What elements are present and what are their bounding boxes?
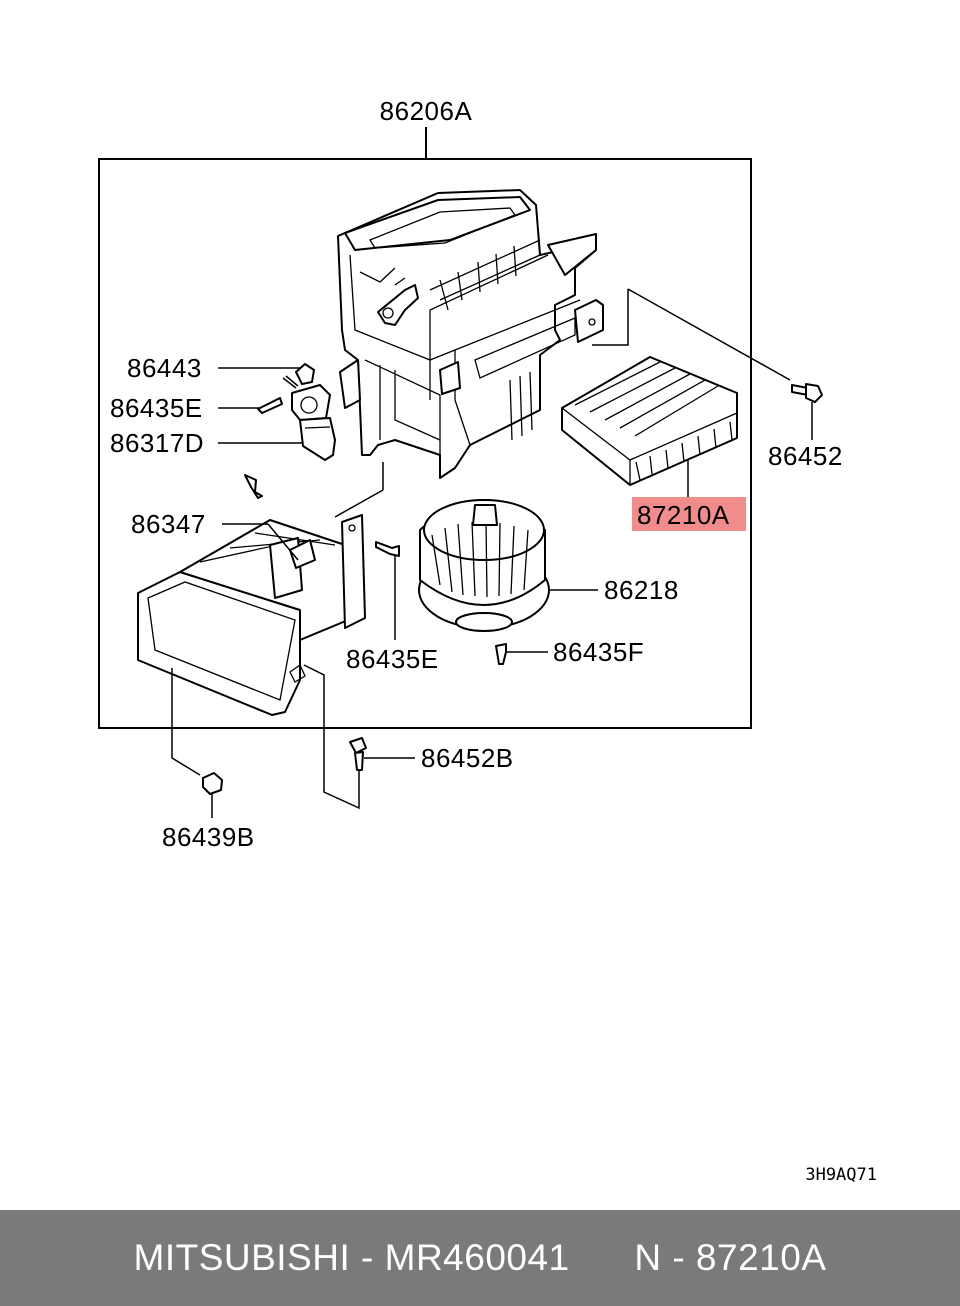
servo-motor (257, 363, 336, 461)
screw-86435F (495, 643, 507, 665)
bolt-86452B (349, 737, 367, 771)
blower-fan (418, 499, 550, 632)
nut-86439B (202, 772, 223, 795)
parts-diagram: 86206A 86443 86435E 86317D (98, 96, 877, 1185)
label-87210A[interactable]: 87210A (637, 500, 730, 530)
leader-86452B-bracket (303, 664, 360, 810)
drawing-code: 3H9AQ71 (805, 1165, 877, 1185)
label-86439B: 86439B (162, 822, 255, 852)
intake-duct (137, 474, 366, 716)
leader-86347-b (267, 523, 299, 561)
screw-86452 (791, 383, 823, 403)
blower-case (337, 189, 604, 479)
label-86347: 86347 (131, 509, 206, 539)
label-86443: 86443 (127, 353, 202, 383)
cabin-filter (561, 356, 738, 486)
label-86317D: 86317D (110, 428, 204, 458)
footer-ref: N - 87210A (634, 1237, 827, 1278)
highlight-87210A (632, 497, 746, 531)
label-86452: 86452 (768, 441, 843, 471)
duct-to-case-line (334, 489, 384, 518)
label-86452B: 86452B (421, 743, 514, 773)
footer-gap (570, 1237, 635, 1279)
label-86206A: 86206A (380, 96, 473, 126)
leader-86452 (592, 288, 791, 381)
footer-bar: MITSUBISHI - MR460041 N - 87210A (0, 1210, 960, 1306)
label-86435E-mid: 86435E (346, 644, 439, 674)
leader-86439B-bracket (171, 668, 201, 776)
label-86218: 86218 (604, 575, 679, 605)
footer-brand-part: MITSUBISHI - MR460041 (133, 1237, 570, 1278)
label-86435F: 86435F (553, 637, 644, 667)
label-86435E-top: 86435E (110, 393, 203, 423)
screw-86435E-mid (375, 541, 400, 557)
